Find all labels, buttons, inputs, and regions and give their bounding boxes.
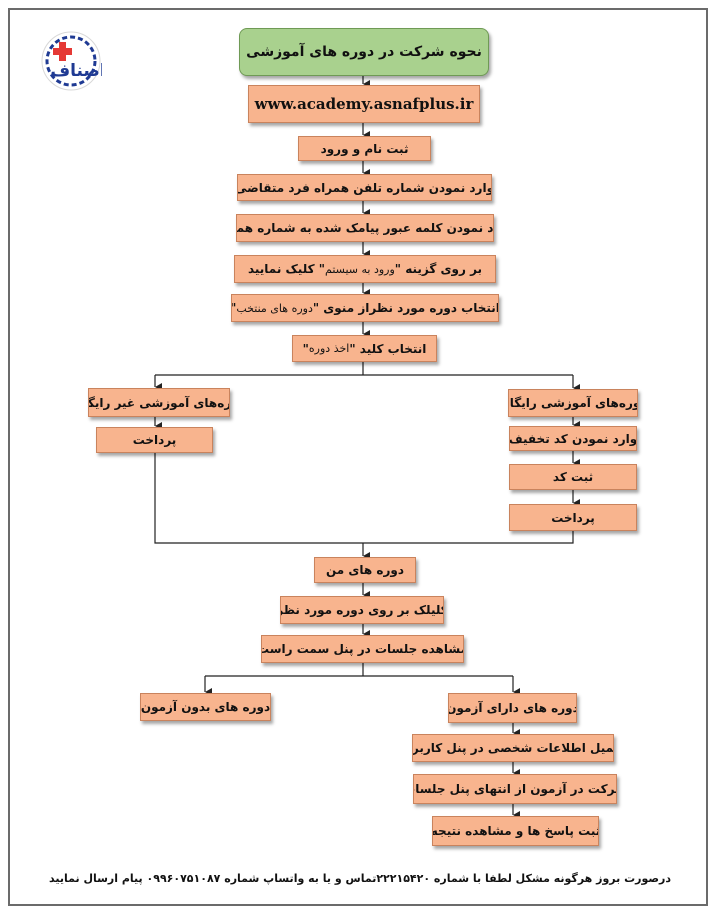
diagram-title: نحوه شرکت در دوره های آموزشی [239, 28, 489, 76]
step-click-login-c: " کلیک نمایید [247, 262, 326, 276]
step-enter-phone: وارد نمودن شماره تلفن همراه فرد متقاضی [237, 174, 492, 201]
step-select-course-a: انتخاب دوره مورد نظراز منوی " [312, 301, 499, 315]
complete-profile-box: تکمیل اطلاعات شخصی در پنل کاربری [412, 734, 614, 762]
step-take-course-a: انتخاب کلید " [349, 341, 427, 356]
step-click-login: بر روی گزینه "ورود به سیستم" کلیک نمایید [234, 255, 496, 283]
step-click-login-b: ورود به سیستم [325, 262, 395, 276]
svg-text:اصناف: اصناف [50, 61, 102, 81]
enter-discount-code-box: وارد نمودن کد تخفیف [509, 426, 637, 451]
step-enter-sms-password: وارد نمودن کلمه عبور پیامک شده به شماره … [236, 214, 494, 242]
step-signup-login: ثبت نام و ورود [298, 136, 431, 161]
asnaf-logo: اصناف [41, 31, 102, 91]
footer-contact-note: درصورت بروز هرگونه مشکل لطفا با شماره ۲۲… [49, 872, 671, 885]
my-courses-box: دوره های من [314, 557, 416, 583]
academy-url[interactable]: www.academy.asnafplus.ir [248, 85, 480, 123]
take-exam-box: سرکت در آزمون از انتهای پنل جلسات [413, 774, 617, 804]
view-sessions-box: مشاهده جلسات در پنل سمت راست [261, 635, 464, 663]
no-exam-courses-box: دوره های بدون آزمون [140, 693, 271, 721]
step-take-course-key: انتخاب کلید " اخذ دوره " [292, 335, 437, 362]
step-take-course-c: " [302, 341, 309, 356]
step-select-course: انتخاب دوره مورد نظراز منوی "دوره های من… [231, 294, 499, 322]
step-take-course-b: اخذ دوره [308, 342, 350, 355]
register-code-box: ثبت کد [509, 464, 637, 490]
page-frame [8, 8, 708, 906]
free-payment-box: پرداخت [509, 504, 637, 531]
click-course-box: کلیلک بر روی دوره مورد نظر [280, 596, 444, 624]
exam-courses-box: دوره های دارای آزمون [448, 693, 577, 723]
step-select-course-b: دوره های منتخب [236, 301, 313, 315]
step-click-login-a: بر روی گزینه " [394, 262, 483, 276]
free-courses-box: دوره‌های آموزشی رایگان [508, 389, 638, 417]
step-select-course-c: " [232, 301, 236, 315]
paid-payment-box: پرداخت [96, 427, 213, 453]
submit-answers-box: ثبت پاسخ ها و مشاهده نتیجه [432, 816, 599, 846]
paid-courses-box: دوره‌های آموزشی غیر رایگان [88, 388, 230, 417]
